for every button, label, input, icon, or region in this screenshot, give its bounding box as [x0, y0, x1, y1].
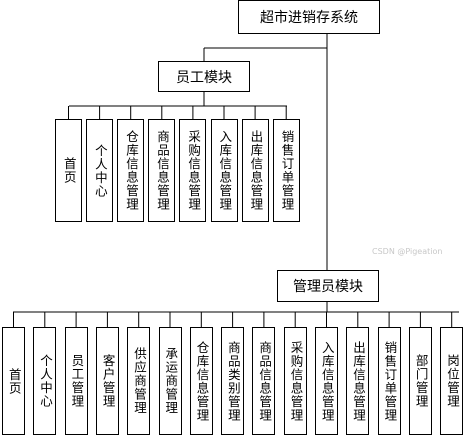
- root-system-label: 超市进销存系统: [260, 10, 358, 26]
- admin-item-label: 客户管理: [100, 354, 116, 408]
- admin-module-label: 管理员模块: [293, 279, 363, 295]
- employee-item-label: 仓库信息管理: [123, 130, 139, 211]
- admin-item-label: 商品信息管理: [257, 340, 273, 422]
- admin-item-box-11: 入库信息管理: [315, 327, 338, 435]
- admin-item-label: 出库信息管理: [351, 340, 367, 422]
- admin-item-label: 入库信息管理: [319, 340, 335, 422]
- employee-item-box-6: 入库信息管理: [210, 119, 238, 222]
- employee-item-label: 首页: [61, 157, 77, 184]
- employee-item-label: 入库信息管理: [217, 130, 233, 211]
- admin-module-box: 管理员模块: [277, 270, 379, 302]
- employee-item-box-5: 采购信息管理: [179, 119, 207, 222]
- employee-item-box-2: 个人中心: [86, 119, 114, 222]
- watermark-text: CSDN @Pigeation: [372, 247, 443, 256]
- admin-item-box-4: 客户管理: [95, 327, 119, 435]
- admin-item-box-13: 销售订单管理: [377, 327, 401, 435]
- admin-item-box-7: 仓库信息管理: [189, 327, 213, 435]
- employee-item-label: 个人中心: [92, 143, 108, 198]
- admin-item-box-15: 岗位管理: [440, 327, 464, 435]
- admin-item-box-2: 个人中心: [33, 327, 57, 435]
- admin-item-label: 销售订单管理: [382, 340, 398, 422]
- admin-item-label: 个人中心: [38, 354, 54, 408]
- admin-item-box-6: 承运商管理: [158, 327, 182, 435]
- admin-item-label: 部门管理: [413, 354, 429, 408]
- employee-module-box: 员工模块: [158, 61, 250, 92]
- admin-item-box-8: 商品类别管理: [221, 327, 245, 435]
- admin-item-label: 岗位管理: [444, 354, 460, 408]
- admin-item-label: 首页: [6, 367, 22, 395]
- employee-item-box-8: 销售订单管理: [272, 119, 300, 222]
- admin-item-label: 供应商管理: [131, 347, 147, 415]
- admin-item-box-1: 首页: [2, 327, 25, 435]
- employee-item-box-4: 商品信息管理: [148, 119, 176, 222]
- employee-item-label: 采购信息管理: [186, 130, 202, 211]
- admin-item-label: 仓库信息管理: [194, 340, 210, 422]
- admin-item-box-12: 出库信息管理: [346, 327, 370, 435]
- admin-item-label: 员工管理: [69, 354, 85, 408]
- employee-item-box-7: 出库信息管理: [241, 119, 269, 222]
- employee-item-box-3: 仓库信息管理: [117, 119, 145, 222]
- admin-item-box-9: 商品信息管理: [252, 327, 276, 435]
- admin-item-label: 采购信息管理: [288, 340, 304, 422]
- employee-item-label: 出库信息管理: [248, 130, 264, 211]
- employee-item-box-1: 首页: [55, 119, 82, 222]
- admin-item-box-10: 采购信息管理: [283, 327, 307, 435]
- employee-item-label: 商品信息管理: [155, 130, 171, 211]
- admin-item-label: 承运商管理: [163, 347, 179, 415]
- admin-item-box-3: 员工管理: [64, 327, 88, 435]
- admin-item-box-5: 供应商管理: [127, 327, 151, 435]
- employee-item-label: 销售订单管理: [279, 130, 295, 211]
- admin-item-box-14: 部门管理: [408, 327, 432, 435]
- root-system-box: 超市进销存系统: [238, 0, 380, 34]
- admin-item-label: 商品类别管理: [225, 340, 241, 422]
- employee-module-label: 员工模块: [176, 69, 232, 86]
